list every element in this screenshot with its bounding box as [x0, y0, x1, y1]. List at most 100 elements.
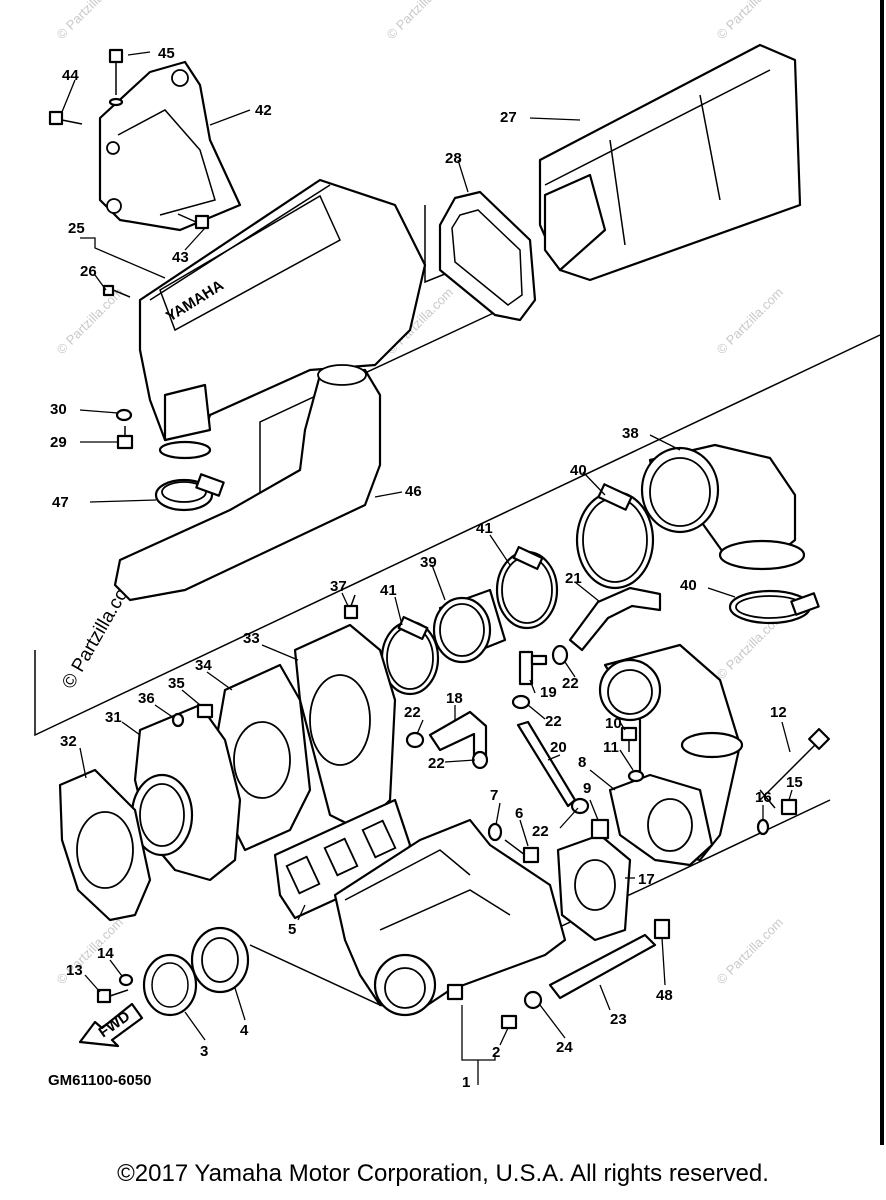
part-labels: 45 44 42 43 25 26 27 28 30 29 47 46 38 4… [50, 45, 803, 1091]
label-27: 27 [500, 109, 517, 126]
part-2-bolt [500, 1014, 518, 1030]
label-10: 10 [605, 715, 622, 732]
part-44-bolt [48, 110, 83, 126]
label-4: 4 [240, 1022, 249, 1039]
part-6-bolt [504, 839, 540, 864]
part-4-gasket [190, 926, 250, 994]
label-39: 39 [420, 554, 437, 571]
label-21: 21 [565, 570, 582, 587]
label-5: 5 [288, 921, 296, 938]
diagram-code: GM61100-6050 [48, 1072, 151, 1089]
label-44: 44 [62, 67, 79, 84]
part-46-hose [113, 364, 382, 602]
part-28-gasket [438, 190, 537, 322]
part-40b-clamp [728, 589, 820, 625]
label-48: 48 [656, 987, 673, 1004]
part-17-gasket [556, 833, 632, 942]
label-22c: 22 [545, 713, 562, 730]
label-12: 12 [770, 704, 787, 721]
watermark-text: © Partzilla.com [54, 285, 127, 358]
part-40a-clamp [575, 483, 655, 590]
part-21-hose [568, 586, 662, 652]
watermark-text: © Partzilla.com [54, 915, 127, 988]
part-42-bracket [98, 60, 242, 232]
label-11: 11 [603, 739, 619, 756]
watermark-text: © Partzilla.com [384, 0, 457, 42]
part-12-bolt [759, 728, 830, 809]
part-9-fitting [590, 818, 610, 840]
label-22e: 22 [532, 823, 549, 840]
part-1-manifold [333, 818, 567, 1017]
label-23: 23 [610, 1011, 627, 1028]
label-7: 7 [490, 787, 498, 804]
fwd-arrow: FWD [78, 1002, 144, 1048]
label-46: 46 [405, 483, 422, 500]
part-38-elbow [640, 443, 806, 571]
label-38: 38 [622, 425, 639, 442]
part-41b-clamp [380, 615, 440, 696]
label-14: 14 [97, 945, 114, 962]
part-15-nut [780, 798, 798, 816]
label-31: 31 [105, 709, 122, 726]
label-22d: 22 [428, 755, 445, 772]
part-41a-clamp [495, 545, 559, 630]
label-43: 43 [172, 249, 189, 266]
label-22a: 22 [562, 675, 579, 692]
part-11-washer [627, 769, 645, 783]
part-7-washer [487, 822, 503, 842]
part-27-chamber [538, 43, 802, 282]
part-22-clamps [405, 644, 590, 815]
part-16-washer [756, 818, 770, 836]
label-3: 3 [200, 1043, 208, 1060]
part-10-screw [620, 726, 638, 752]
copyright-notice: ©2017 Yamaha Motor Corporation, U.S.A. A… [117, 1160, 769, 1187]
part-3-cover [142, 953, 198, 1017]
leader-lines [61, 51, 793, 1085]
label-47: 47 [52, 494, 69, 511]
label-1: 1 [462, 1074, 470, 1091]
label-40a: 40 [570, 462, 587, 479]
label-13: 13 [66, 962, 83, 979]
watermark-text: © Partzilla.com [714, 0, 787, 42]
label-28: 28 [445, 150, 462, 167]
part-23-pipe [548, 933, 657, 1000]
label-32: 32 [60, 733, 77, 750]
label-22b: 22 [404, 704, 421, 721]
part-37-bolt [343, 594, 359, 620]
label-36: 36 [138, 690, 155, 707]
part-19-fitting [518, 650, 548, 686]
part-48-clip [653, 918, 671, 940]
label-41a: 41 [476, 520, 493, 537]
label-34: 34 [195, 657, 212, 674]
label-2: 2 [492, 1044, 500, 1061]
part-26-bolt [102, 284, 131, 298]
label-15: 15 [786, 774, 803, 791]
label-33: 33 [243, 630, 260, 647]
part-29-bolt [116, 426, 134, 450]
label-29: 29 [50, 434, 67, 451]
label-41b: 41 [380, 582, 397, 599]
label-24: 24 [556, 1039, 573, 1056]
watermark-text: © Partzilla.com [714, 915, 787, 988]
part-34-gasket [216, 663, 312, 852]
part-30-washer [115, 408, 133, 422]
part-20-hose [516, 720, 577, 808]
label-42: 42 [255, 102, 272, 119]
part-outlet-elbow [598, 643, 744, 862]
part-43-bolt [177, 213, 210, 230]
part-32-gasket [58, 768, 152, 922]
part-13-bolt [96, 988, 129, 1004]
part-47-clamp [154, 473, 225, 512]
part-25-muffler-body: YAMAHA [138, 178, 427, 460]
label-6: 6 [515, 805, 523, 822]
part-45-bolt [108, 48, 124, 107]
part-36-washer [171, 712, 185, 728]
label-40b: 40 [680, 577, 697, 594]
page-edge-rule [880, 0, 884, 1145]
watermark-text: © Partzilla.com [54, 0, 127, 42]
label-17: 17 [638, 871, 655, 888]
label-45: 45 [158, 45, 175, 62]
part-24-clip [523, 990, 543, 1010]
watermark-text: © Partzilla.com [714, 285, 787, 358]
